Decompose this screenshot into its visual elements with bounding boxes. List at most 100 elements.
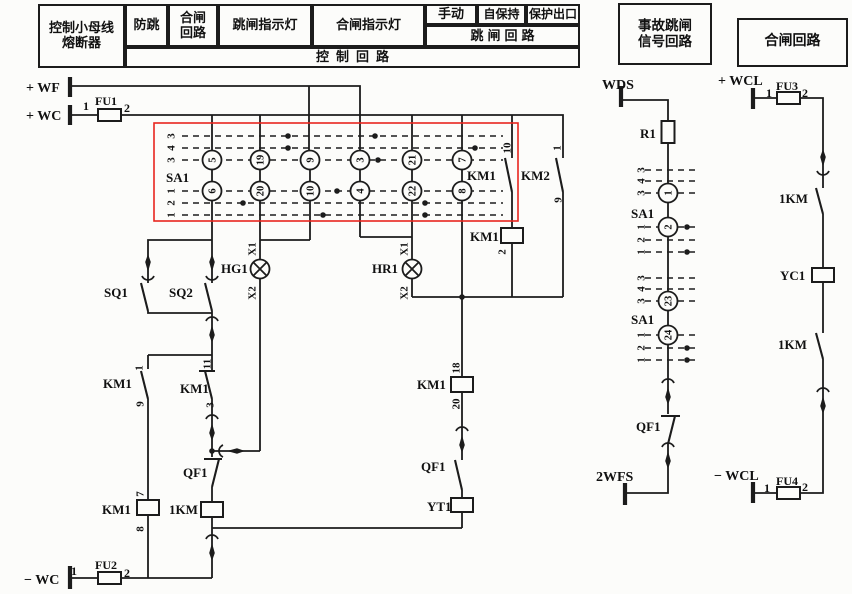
km1l-term-9: 9 (135, 401, 147, 407)
svg-text:9: 9 (306, 157, 317, 162)
label-km1-matrix-contact: KM1 (467, 168, 496, 183)
svg-text:6: 6 (208, 188, 219, 193)
fu3-term-1: 1 (766, 86, 772, 100)
box-closing-circuit: 合闸回路 (737, 18, 848, 67)
contact-blades (139, 157, 825, 491)
sig-pos-3a: 3 (636, 167, 648, 173)
sig-pos-3d: 3 (636, 298, 648, 304)
fu4-term-1: 1 (764, 481, 770, 495)
sig-pos-4a: 4 (636, 178, 648, 184)
fu3-term-2: 2 (802, 86, 808, 100)
label-1km-contact-1: 1KM (779, 191, 808, 206)
sa1-pos-4a: 4 (166, 145, 178, 151)
label-sq2: SQ2 (169, 285, 193, 300)
svg-text:2: 2 (664, 224, 675, 229)
label-km1-coil-left: KM1 (102, 502, 131, 517)
fuse-label-fu3: FU3 (776, 79, 798, 93)
header-cell-trip-lamp: 跳闸指示灯 (218, 4, 312, 47)
svg-text:3: 3 (356, 157, 367, 162)
header-cell-closing-lamp: 合闸指示灯 (312, 4, 425, 47)
svg-text:4: 4 (356, 188, 367, 194)
label-hr1: HR1 (372, 261, 398, 276)
bus-label-wds: WDS (602, 78, 634, 93)
label-1km-contact-2: 1KM (778, 337, 807, 352)
fuse-label-fu2: FU2 (95, 558, 117, 572)
bus-label-wcl-neg: − WCL (714, 469, 759, 484)
sa1-pos-2a: 2 (166, 200, 178, 206)
bus-label-wcl-pos: + WCL (718, 74, 763, 89)
bus-label-wf: + WF (26, 81, 60, 96)
fuse-label-fu1: FU1 (95, 94, 117, 108)
header-cell-anti-trip: 防跳 (125, 4, 168, 47)
label-sa1-signal-1: SA1 (631, 206, 654, 221)
hg1-term-x1: X1 (247, 242, 259, 255)
header-cell-control-circuit: 控制回路 (125, 47, 580, 68)
label-km1-coil-mid: KM1 (417, 377, 446, 392)
svg-text:8: 8 (458, 188, 469, 193)
label-sa1-signal-2: SA1 (631, 312, 654, 327)
box-accident-trip-signal: 事故跳闸 信号回路 (618, 3, 712, 65)
bus-label-wc-pos: + WC (26, 109, 61, 124)
label-qf1-right: QF1 (636, 419, 661, 434)
km1l-term-1: 1 (134, 365, 146, 371)
label-qf1-mid: QF1 (421, 459, 446, 474)
coil-symbols (136, 120, 835, 518)
sa1-pos-1a: 1 (166, 188, 178, 194)
label-r1: R1 (640, 126, 656, 141)
svg-text:20: 20 (256, 186, 267, 197)
sig-pos-3c: 3 (636, 275, 648, 281)
km1nc-term-3: 3 (205, 402, 217, 408)
fu1-term-1: 1 (83, 99, 89, 113)
svg-text:24: 24 (664, 329, 675, 340)
label-km1-contact-left: KM1 (103, 376, 132, 391)
svg-text:19: 19 (256, 155, 267, 166)
km2-term-9: 9 (553, 197, 565, 203)
km1coilr-term-2: 2 (497, 249, 509, 255)
label-km1-contact-nc: KM1 (180, 381, 209, 396)
header-cell-manual: 手动 (425, 4, 477, 25)
header-cell-closing-circuit: 合闸 回路 (168, 4, 218, 47)
sig-pos-1b: 1 (636, 249, 648, 255)
label-hg1: HG1 (221, 261, 248, 276)
label-qf1-left: QF1 (183, 465, 208, 480)
label-km1-coil-right: KM1 (470, 229, 499, 244)
sig-pos-1d: 1 (636, 357, 648, 363)
km1nc-term-11: 11 (202, 359, 214, 369)
sa1-pos-3a: 3 (166, 133, 178, 139)
label-sa1-main: SA1 (166, 170, 189, 185)
hr1-term-x1: X1 (399, 242, 411, 255)
sa1-matrix-rows (182, 135, 503, 216)
lamp-hr1 (401, 258, 423, 280)
label-1km-coil: 1KM (169, 502, 198, 517)
km1c-term-10: 10 (502, 142, 514, 154)
hr1-term-x2: X2 (399, 286, 411, 300)
fu2-term-1: 1 (71, 564, 77, 578)
sa1-matrix-contacts: 5 19 9 3 21 7 6 20 10 4 22 8 (201, 149, 473, 202)
position-dots (209, 133, 690, 454)
km1mid-term-18: 18 (451, 362, 463, 374)
bus-label-wc-neg: − WC (24, 573, 59, 588)
svg-text:7: 7 (458, 157, 469, 162)
sa1-pos-3b: 3 (166, 157, 178, 163)
km1mid-term-20: 20 (451, 398, 463, 410)
sa1-signal-contacts: 1 2 23 24 (657, 182, 679, 346)
header-cell-trip-circuit: 跳闸回路 (425, 25, 580, 47)
sig-pos-1c: 1 (636, 332, 648, 338)
highlight-red-box (153, 122, 519, 222)
km2-term-1: 1 (552, 145, 564, 151)
svg-text:23: 23 (664, 296, 675, 307)
fuse-label-fu4: FU4 (776, 474, 798, 488)
svg-text:21: 21 (408, 155, 419, 166)
labels: + WF + WC − WC WDS 2WFS + WCL − WCL FU1 … (24, 74, 808, 588)
sig-pos-4b: 4 (636, 286, 648, 292)
svg-text:22: 22 (408, 186, 419, 197)
km1coil-term-8: 8 (135, 526, 147, 532)
fu1-term-2: 2 (124, 101, 130, 115)
fuse-symbols (97, 91, 801, 585)
sig-pos-3b: 3 (636, 190, 648, 196)
svg-text:10: 10 (306, 186, 317, 197)
bus-label-2wfs: 2WFS (596, 470, 634, 485)
sig-pos-1a: 1 (636, 224, 648, 230)
km1coil-term-7: 7 (135, 491, 147, 497)
